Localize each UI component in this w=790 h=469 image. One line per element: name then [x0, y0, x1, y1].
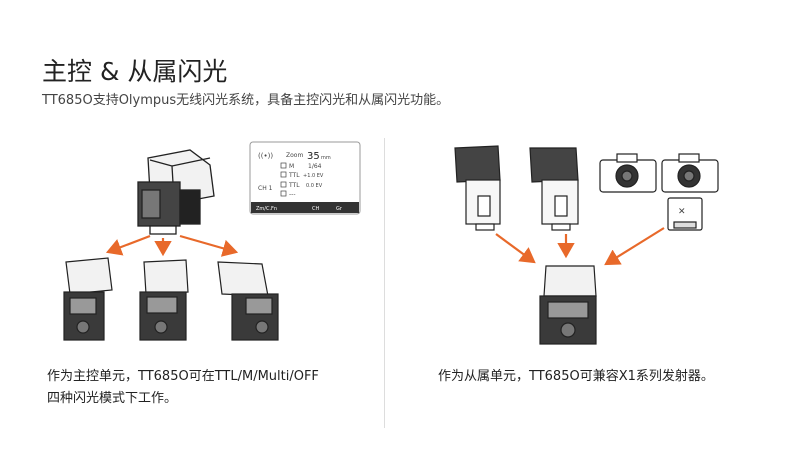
lcd-group-c-mode: TTL — [288, 182, 300, 189]
master-arrows — [105, 234, 239, 257]
lcd-channel: CH 1 — [258, 185, 273, 192]
master-lcd-panel: ((•)) CH 1 Zoom 35 mm M 1/64 TTL +1.0 EV… — [249, 141, 361, 215]
master-caption-line1: 作为主控单元，TT685O可在TTL/M/Multi/OFF — [47, 369, 319, 384]
lcd-zoom-label: Zoom — [286, 152, 303, 159]
lcd-zoom-unit: mm — [321, 155, 331, 161]
wireless-icon: ((•)) — [258, 152, 273, 160]
transmitter-flash-1 — [454, 145, 501, 231]
slave-arrows — [495, 227, 665, 266]
camera-2-icon — [661, 153, 719, 193]
panel-divider — [384, 138, 385, 428]
svg-text:✕: ✕ — [678, 207, 686, 217]
lcd-zoom-value: 35 — [307, 151, 320, 162]
lcd-softkey-1: Zm/C.Fn — [256, 206, 277, 212]
slave-flash-right — [217, 261, 279, 341]
slave-flash-left — [63, 257, 113, 341]
lcd-group-a-mode: M — [289, 163, 294, 170]
slave-caption: 作为从属单元，TT685O可兼容X1系列发射器。 — [438, 369, 714, 384]
lcd-group-a-value: 1/64 — [308, 163, 322, 170]
lcd-softkey-2: CH — [312, 206, 319, 212]
lcd-group-d-value: --- — [289, 191, 296, 198]
master-flash-illustration — [137, 149, 215, 235]
lcd-group-c-value: 0.0 EV — [306, 183, 323, 189]
receiving-slave-flash — [539, 265, 597, 345]
master-caption: 作为主控单元，TT685O可在TTL/M/Multi/OFF 四种闪光模式下工作… — [47, 366, 357, 410]
camera-1-icon — [599, 153, 657, 193]
page-title: 主控 & 从属闪光 — [42, 57, 228, 86]
master-caption-line2: 四种闪光模式下工作。 — [47, 391, 178, 406]
x1-transmitter-icon: ✕ — [667, 197, 703, 231]
lcd-group-b-mode: TTL — [288, 172, 300, 179]
page-subtitle: TT685O支持Olympus无线闪光系统，具备主控闪光和从属闪光功能。 — [42, 93, 450, 108]
lcd-softkey-3: Gr — [336, 206, 343, 212]
transmitter-flash-2 — [529, 147, 579, 231]
slave-flash-center — [139, 259, 189, 341]
lcd-group-b-value: +1.0 EV — [303, 173, 324, 179]
